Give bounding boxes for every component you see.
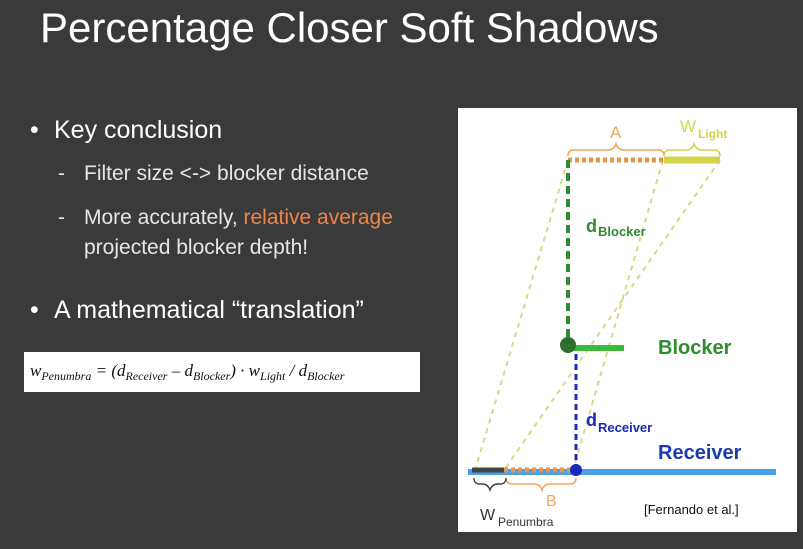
label-d-blocker-sub: Blocker	[598, 224, 646, 239]
dash-glyph: -	[58, 162, 65, 185]
label-d-blocker: d	[586, 216, 597, 236]
brace-a	[567, 141, 665, 157]
bullet-text: A mathematical “translation”	[54, 296, 364, 324]
label-d-receiver: d	[586, 410, 597, 430]
brace-w-penumbra	[473, 477, 507, 493]
slide-title: Percentage Closer Soft Shadows	[40, 4, 659, 51]
bullet-mathematical-translation: • A mathematical “translation”	[30, 296, 364, 325]
label-light-sub: Light	[698, 127, 727, 141]
bullet-text: Key conclusion	[54, 116, 223, 144]
formula: wPenumbra = (dReceiver – dBlocker) · wLi…	[30, 360, 345, 383]
pcss-diagram-svg: A W Light d Blocker Blocker d Receiver R…	[468, 117, 776, 529]
receiver-point	[570, 464, 582, 476]
formula-box: wPenumbra = (dReceiver – dBlocker) · wLi…	[24, 352, 420, 392]
bullet-glyph: •	[30, 116, 39, 144]
sub-bullet-text-line2: projected blocker depth!	[84, 236, 309, 259]
ray-line	[503, 159, 721, 471]
label-receiver: Receiver	[658, 442, 742, 464]
label-b: B	[546, 493, 557, 510]
sub-bullet-text: More accurately,	[84, 206, 244, 229]
citation: [Fernando et al.]	[644, 502, 739, 517]
dash-glyph: -	[58, 206, 65, 229]
brace-w-light	[663, 141, 721, 157]
label-a: A	[610, 123, 622, 142]
bullet-key-conclusion: • Key conclusion	[30, 116, 222, 145]
brace-b	[505, 477, 577, 493]
ray-line	[572, 159, 664, 471]
label-d-receiver-sub: Receiver	[598, 420, 652, 435]
sub-bullet-more-accurately: -More accurately, relative average proje…	[58, 203, 393, 263]
label-blocker: Blocker	[658, 337, 732, 359]
pcss-diagram: A W Light d Blocker Blocker d Receiver R…	[458, 108, 797, 532]
label-w: W	[680, 117, 696, 136]
label-penumbra-sub: Penumbra	[498, 515, 554, 529]
blocker-point	[560, 337, 576, 353]
ray-line	[474, 159, 569, 471]
label-wp: W	[480, 507, 496, 524]
highlight-text: relative average	[243, 206, 393, 229]
sub-bullet-text: Filter size <-> blocker distance	[84, 162, 369, 185]
sub-bullet-filter-size: -Filter size <-> blocker distance	[58, 159, 369, 189]
bullet-glyph: •	[30, 296, 39, 324]
